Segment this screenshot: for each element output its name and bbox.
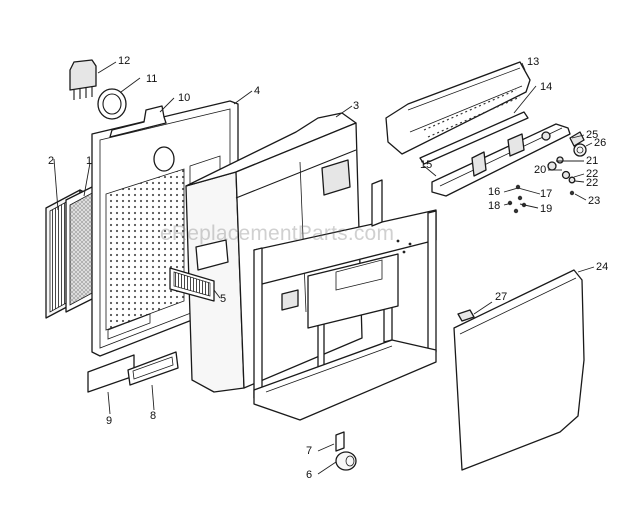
- callout-26: 26: [594, 137, 607, 149]
- callout-5: 5: [220, 293, 227, 305]
- callout-13: 13: [527, 56, 540, 68]
- callout-27: 27: [495, 291, 508, 303]
- callout-19: 19: [540, 203, 553, 215]
- callout-4: 4: [254, 85, 261, 97]
- part-27-knob: [457, 309, 475, 322]
- part-15-control-bracket: [431, 123, 571, 197]
- callout-23: 23: [588, 195, 601, 207]
- callout-24: 24: [596, 261, 609, 273]
- callout-12: 12: [118, 55, 131, 67]
- callout-10: 10: [178, 92, 191, 104]
- callout-6: 6: [306, 469, 313, 481]
- part-8-9-filters: [87, 351, 179, 393]
- callout-14: 14: [540, 81, 553, 93]
- callout-15: 15: [420, 159, 433, 171]
- callout-17: 17: [540, 188, 553, 200]
- callout-21: 21: [586, 155, 599, 167]
- part-14-plate: [419, 111, 529, 165]
- callout-7: 7: [306, 445, 313, 457]
- callout-2: 2: [48, 155, 55, 167]
- watermark-text: eReplacementParts.com: [160, 222, 395, 245]
- part-10-11-12-small-parts: [69, 59, 127, 120]
- callout-3: 3: [353, 100, 360, 112]
- leader-lines: [53, 61, 595, 475]
- callout-18: 18: [488, 200, 501, 212]
- frame-chassis: [253, 179, 437, 421]
- callout-16: 16: [488, 186, 501, 198]
- callout-22: 22: [586, 168, 599, 180]
- callout-8: 8: [150, 410, 157, 422]
- callout-25: 25: [586, 129, 599, 141]
- part-13-top-cover: [385, 61, 531, 155]
- callout-1: 1: [86, 155, 93, 167]
- callout-11: 11: [146, 73, 158, 85]
- part-6-7-caster: [335, 431, 357, 471]
- callout-22b: 22: [586, 177, 599, 189]
- part-24-front-door: [453, 269, 585, 471]
- callout-9: 9: [106, 415, 113, 427]
- callout-20: 20: [534, 164, 547, 176]
- part-5-insert: [169, 267, 215, 302]
